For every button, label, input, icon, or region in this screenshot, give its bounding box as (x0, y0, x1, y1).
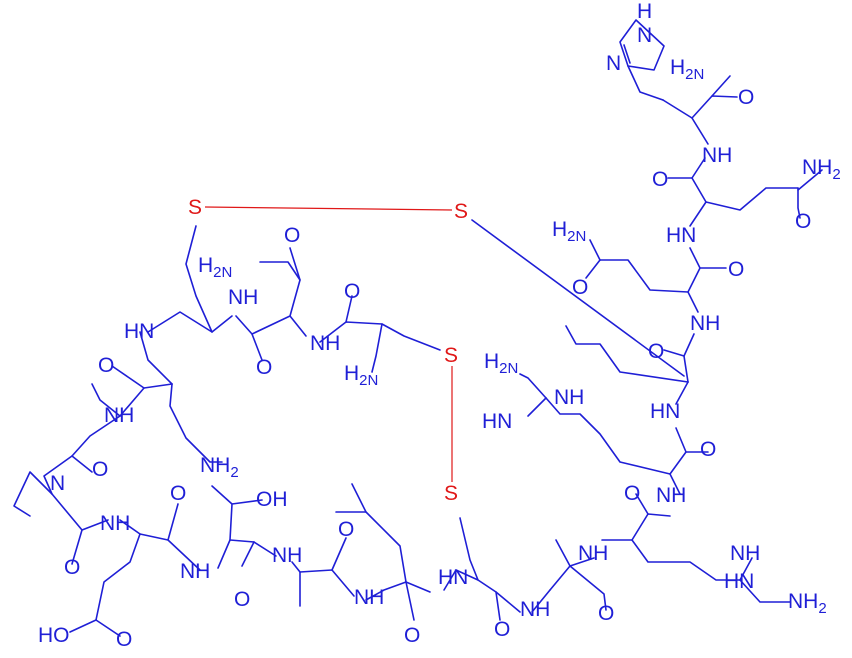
thr-co-o-label: O (234, 588, 250, 611)
disulfide-bonds (204, 206, 453, 482)
gln1-co-o-label: O (652, 168, 668, 191)
gln1-amide-nh2-label: NH2 (802, 156, 841, 183)
arg3-nh2-label: NH2 (788, 590, 827, 617)
arg2-peptide-hn-label: HN (650, 400, 680, 423)
cys2-peptide-hn-label: HN (438, 566, 468, 589)
pro-co-o2-label: O (64, 556, 80, 579)
atom-labels: H N N H2N O NH NH2 O S S O H2N HN O O H2… (38, 0, 841, 651)
arg3-peptide-nh-label: NH (656, 484, 686, 507)
gln1-side-o-label: O (795, 210, 811, 233)
gln2-co-o-label: O (728, 258, 744, 281)
s-top-left-label: S (188, 196, 202, 219)
his-n-label: N (606, 52, 621, 75)
glu-side-oh-label: HO (38, 624, 70, 647)
cterm-amide-label: H2N (670, 56, 704, 83)
s-top-right-label: S (454, 200, 468, 223)
gln2-amide-h2n-label: H2N (552, 218, 586, 245)
asn-peptide-nh-label: NH (228, 286, 258, 309)
asn-amide-h2n-label: H2N (198, 254, 232, 281)
s-mid-upper-label: S (444, 344, 458, 367)
cys2-nh-label: NH (520, 598, 550, 621)
gln2-peptide-nh-label: NH (690, 312, 720, 335)
ala2-peptide-nh-label: NH (272, 544, 302, 567)
ala1-co-o-label: O (98, 354, 114, 377)
his-co-o-label: O (738, 86, 754, 109)
his-nh-label-n: N (637, 24, 652, 47)
arg1-nh-label: NH (554, 386, 584, 409)
s-mid-lower-label: S (444, 482, 458, 505)
arg3-co-o-label: O (624, 482, 640, 505)
glu-side-o-label: O (116, 628, 132, 651)
asn-side-o-label: O (284, 224, 300, 247)
arg3-side-nh-label: NH (730, 542, 760, 565)
ala1-peptide-nh-label: NH (104, 404, 134, 427)
gln2-side-o-label: O (572, 276, 588, 299)
glu-co-o-label: O (170, 482, 186, 505)
lys-nh2-label: NH2 (200, 454, 239, 481)
leu-peptide-nh-label: NH (354, 586, 384, 609)
cys1-peptide-nh-label: NH (310, 332, 340, 355)
ala3-peptide-nh-label: NH (578, 542, 608, 565)
arg2-side-hn-label: HN (724, 570, 754, 593)
leu-co-o-label: O (404, 624, 420, 647)
ala3-co-o-label: O (598, 602, 614, 625)
cys-co-o-label: O (344, 280, 360, 303)
cys-nterm-nh2-label: H2N (344, 362, 378, 389)
his-nh-label: H (637, 0, 652, 23)
arg2-co-o-label: O (700, 438, 716, 461)
pro-co-o-label: O (92, 458, 108, 481)
asn-co-o-label: O (256, 356, 272, 379)
thr-oh-label: OH (256, 488, 288, 511)
arg1-hn-label: HN (482, 410, 512, 433)
pro-n-label: N (50, 472, 65, 495)
cys2-co-o-label: O (494, 618, 510, 641)
gln1-peptide-hn-label: HN (666, 224, 696, 247)
thr-peptide-nh-label: NH (180, 560, 210, 583)
ala2-co-o-label: O (338, 518, 354, 541)
bond-skeleton (13, 19, 823, 637)
his-peptide-nh-label: NH (702, 144, 732, 167)
lys-peptide-hn-label: HN (124, 320, 154, 343)
cys1-co-o-label: O (648, 340, 664, 363)
arg1-h2n-label: H2N (484, 350, 518, 377)
glu-peptide-nh-label: NH (100, 512, 130, 535)
